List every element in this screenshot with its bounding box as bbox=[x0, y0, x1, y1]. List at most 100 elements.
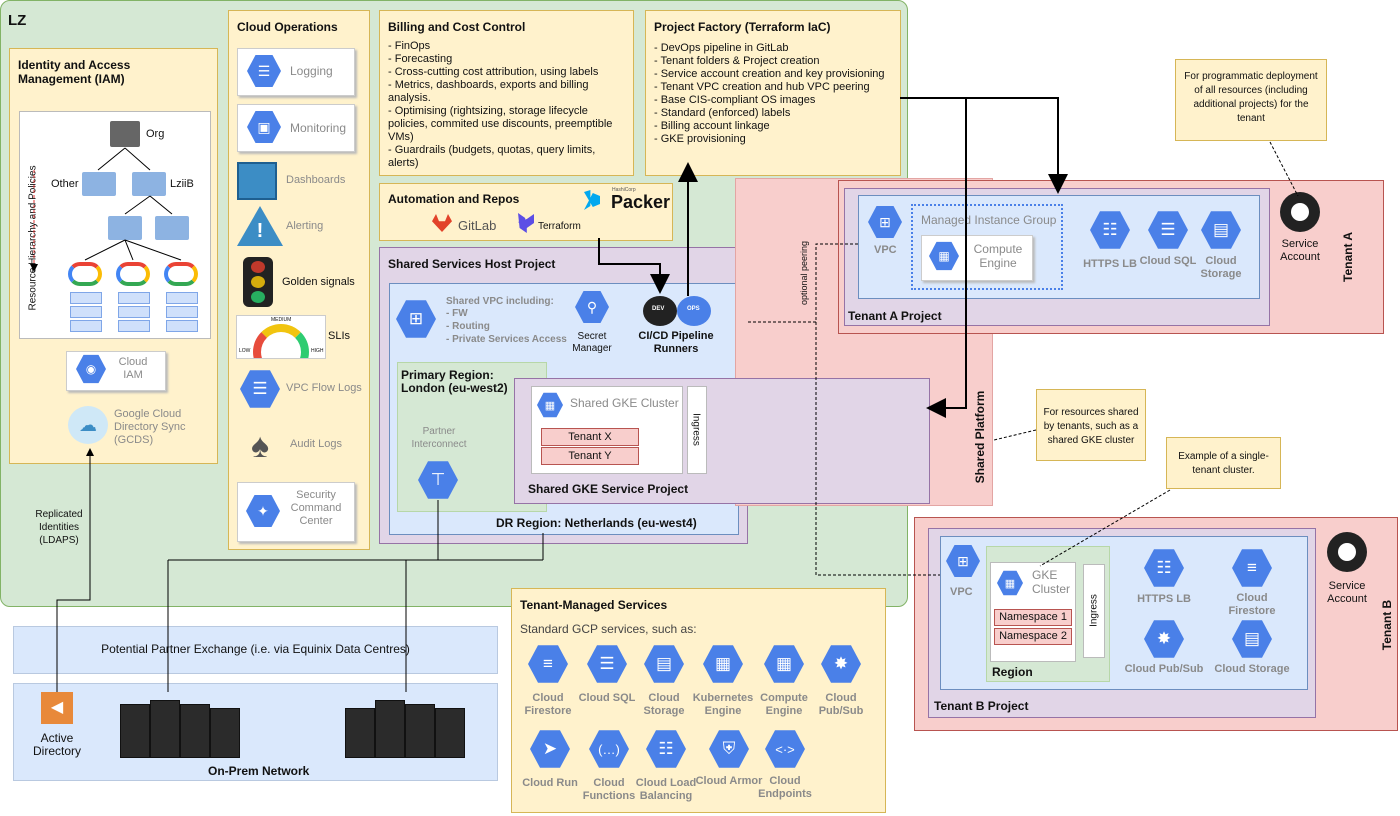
devops-loop-left bbox=[643, 296, 677, 326]
cloud-ops-title: Cloud Operations bbox=[237, 20, 338, 34]
tenant-a-sa-label: Service Account bbox=[1280, 238, 1320, 263]
scc-label: Security Command Center bbox=[290, 489, 342, 527]
billing-panel bbox=[379, 10, 634, 176]
folder-icon bbox=[155, 216, 189, 240]
tenant-a-sa-person-icon bbox=[1291, 203, 1309, 221]
server-icon bbox=[118, 292, 150, 304]
dashboards-label: Dashboards bbox=[286, 174, 346, 186]
cicd-label: CI/CD Pipeline Runners bbox=[638, 330, 714, 355]
shared-host-title: Shared Services Host Project bbox=[388, 257, 556, 271]
alerting-label: Alerting bbox=[286, 220, 324, 232]
automation-title: Automation and Repos bbox=[388, 192, 520, 206]
tenant-b-vpc-icon: ⊞ bbox=[946, 545, 980, 577]
dashboards-icon bbox=[237, 162, 277, 200]
tenant-a-storage-label: Cloud Storage bbox=[1200, 255, 1242, 280]
monitoring-label: Monitoring bbox=[290, 121, 347, 135]
iam-title: Identity and Access Management (IAM) bbox=[18, 58, 131, 86]
tenant-a-https-label: HTTPS LB bbox=[1083, 258, 1137, 270]
cloud-load-balancing-label: Cloud Load Balancing bbox=[635, 777, 697, 802]
tenant-b-label: Tenant B bbox=[1380, 599, 1394, 651]
compute-engine-service-label: Compute Engine bbox=[760, 692, 808, 717]
gcp-cloud-icon bbox=[116, 262, 150, 286]
traffic-light-red bbox=[251, 261, 265, 273]
packer-icon bbox=[584, 190, 600, 210]
packer-brand-label: HashiCorp bbox=[612, 187, 636, 193]
devops-ops-label: OPS bbox=[687, 306, 700, 312]
tenant-b-pubsub-label: Cloud Pub/Sub bbox=[1124, 663, 1204, 675]
auditor-icon: ♠ bbox=[250, 427, 270, 465]
tenant-x-namespace: Tenant X bbox=[541, 428, 639, 446]
golden-signals-label: Golden signals bbox=[282, 276, 355, 288]
devops-loop-right bbox=[677, 296, 711, 326]
other-label: Other bbox=[51, 178, 79, 190]
devops-icon: DEV OPS bbox=[643, 296, 711, 326]
traffic-light-green bbox=[251, 291, 265, 303]
server-rack-icon bbox=[120, 704, 150, 758]
billing-item: - Metrics, dashboards, exports and billi… bbox=[388, 79, 589, 104]
secret-manager-icon: ⚲ bbox=[575, 291, 609, 323]
folder-icon bbox=[82, 172, 116, 196]
cloud-armor-label: Cloud Armor bbox=[695, 775, 763, 787]
tenant-b-storage-label: Cloud Storage bbox=[1214, 663, 1290, 675]
project-factory-list: - DevOps pipeline in GitLab - Tenant fol… bbox=[654, 42, 899, 146]
cloud-sql-label: Cloud SQL bbox=[578, 692, 636, 704]
server-icon bbox=[166, 292, 198, 304]
shared-vpc-item: - FW bbox=[446, 308, 468, 319]
tenant-b-project-title: Tenant B Project bbox=[934, 699, 1029, 713]
audit-logs-label: Audit Logs bbox=[290, 438, 342, 450]
server-rack-icon bbox=[375, 700, 405, 758]
tenant-b-region-label: Region bbox=[992, 665, 1033, 679]
org-building-icon bbox=[110, 121, 140, 147]
note-single-tenant: Example of a single-tenant cluster. bbox=[1166, 437, 1281, 489]
folder-icon bbox=[108, 216, 142, 240]
shared-gke-cluster-label: Shared GKE Cluster bbox=[570, 396, 679, 410]
factory-item: - DevOps pipeline in GitLab bbox=[654, 42, 789, 54]
compute-engine-label: Compute Engine bbox=[973, 242, 1023, 270]
replicated-identities-label: Replicated Identities (LDAPS) bbox=[35, 509, 83, 546]
cloud-run-label: Cloud Run bbox=[522, 777, 578, 789]
factory-item: - Tenant folders & Project creation bbox=[654, 55, 820, 67]
tenant-a-label: Tenant A bbox=[1341, 232, 1355, 282]
cloud-run-icon: ➤ bbox=[530, 730, 570, 768]
gcds-label: Google Cloud Directory Sync (GCDS) bbox=[114, 408, 186, 446]
tenant-b-ingress-label: Ingress bbox=[1088, 594, 1100, 627]
server-icon bbox=[166, 320, 198, 332]
lz-title: LZ bbox=[8, 12, 27, 29]
folder-icon bbox=[132, 172, 166, 196]
kubernetes-engine-icon: ▦ bbox=[703, 645, 743, 683]
billing-list: - FinOps - Forecasting - Cross-cutting c… bbox=[388, 40, 628, 170]
project-factory-panel bbox=[645, 10, 901, 176]
cloud-functions-icon: (…) bbox=[589, 730, 629, 768]
shared-ingress bbox=[687, 386, 707, 474]
factory-item: - Tenant VPC creation and hub VPC peerin… bbox=[654, 81, 870, 93]
gcds-icon: ☁ bbox=[68, 406, 108, 444]
server-icon bbox=[118, 306, 150, 318]
billing-item: - Optimising (rightsizing, storage lifec… bbox=[388, 105, 613, 143]
note-shared-resources: For resources shared by tenants, such as… bbox=[1036, 389, 1146, 461]
slis-label: SLIs bbox=[328, 330, 351, 342]
cloud-armor-icon: ⛨ bbox=[709, 730, 749, 768]
cloud-endpoints-icon: <·> bbox=[765, 730, 805, 768]
factory-item: - Billing account linkage bbox=[654, 120, 770, 132]
shared-vpc-title: Shared VPC including: bbox=[446, 296, 554, 307]
namespace-2: Namespace 2 bbox=[994, 628, 1072, 645]
server-rack-icon bbox=[150, 700, 180, 758]
billing-item: - FinOps bbox=[388, 40, 431, 52]
tenant-managed-subtitle: Standard GCP services, such as: bbox=[520, 622, 697, 636]
cloud-functions-label: Cloud Functions bbox=[582, 777, 636, 802]
onprem-title: On-Prem Network bbox=[208, 764, 310, 778]
server-rack-icon bbox=[435, 708, 465, 758]
partner-interconnect-label: Partner Interconnect bbox=[411, 426, 467, 450]
primary-region-title: Primary Region: London (eu-west2) bbox=[401, 368, 508, 395]
tenant-a-sql-label: Cloud SQL bbox=[1139, 255, 1197, 267]
billing-item: - Guardrails (budgets, quotas, query lim… bbox=[388, 144, 596, 169]
cloud-storage-label: Cloud Storage bbox=[643, 692, 685, 717]
tenant-b-sa-person-icon bbox=[1338, 543, 1356, 561]
shared-vpc-item: - Private Services Access bbox=[446, 334, 567, 345]
hierarchy-label: Resource Hierarchy and Policies bbox=[27, 165, 39, 311]
server-rack-icon bbox=[345, 708, 375, 758]
tenant-b-https-label: HTTPS LB bbox=[1137, 593, 1191, 605]
tenant-managed-title: Tenant-Managed Services bbox=[520, 598, 668, 612]
server-rack-icon bbox=[180, 704, 210, 758]
gcp-cloud-icon bbox=[68, 262, 102, 286]
